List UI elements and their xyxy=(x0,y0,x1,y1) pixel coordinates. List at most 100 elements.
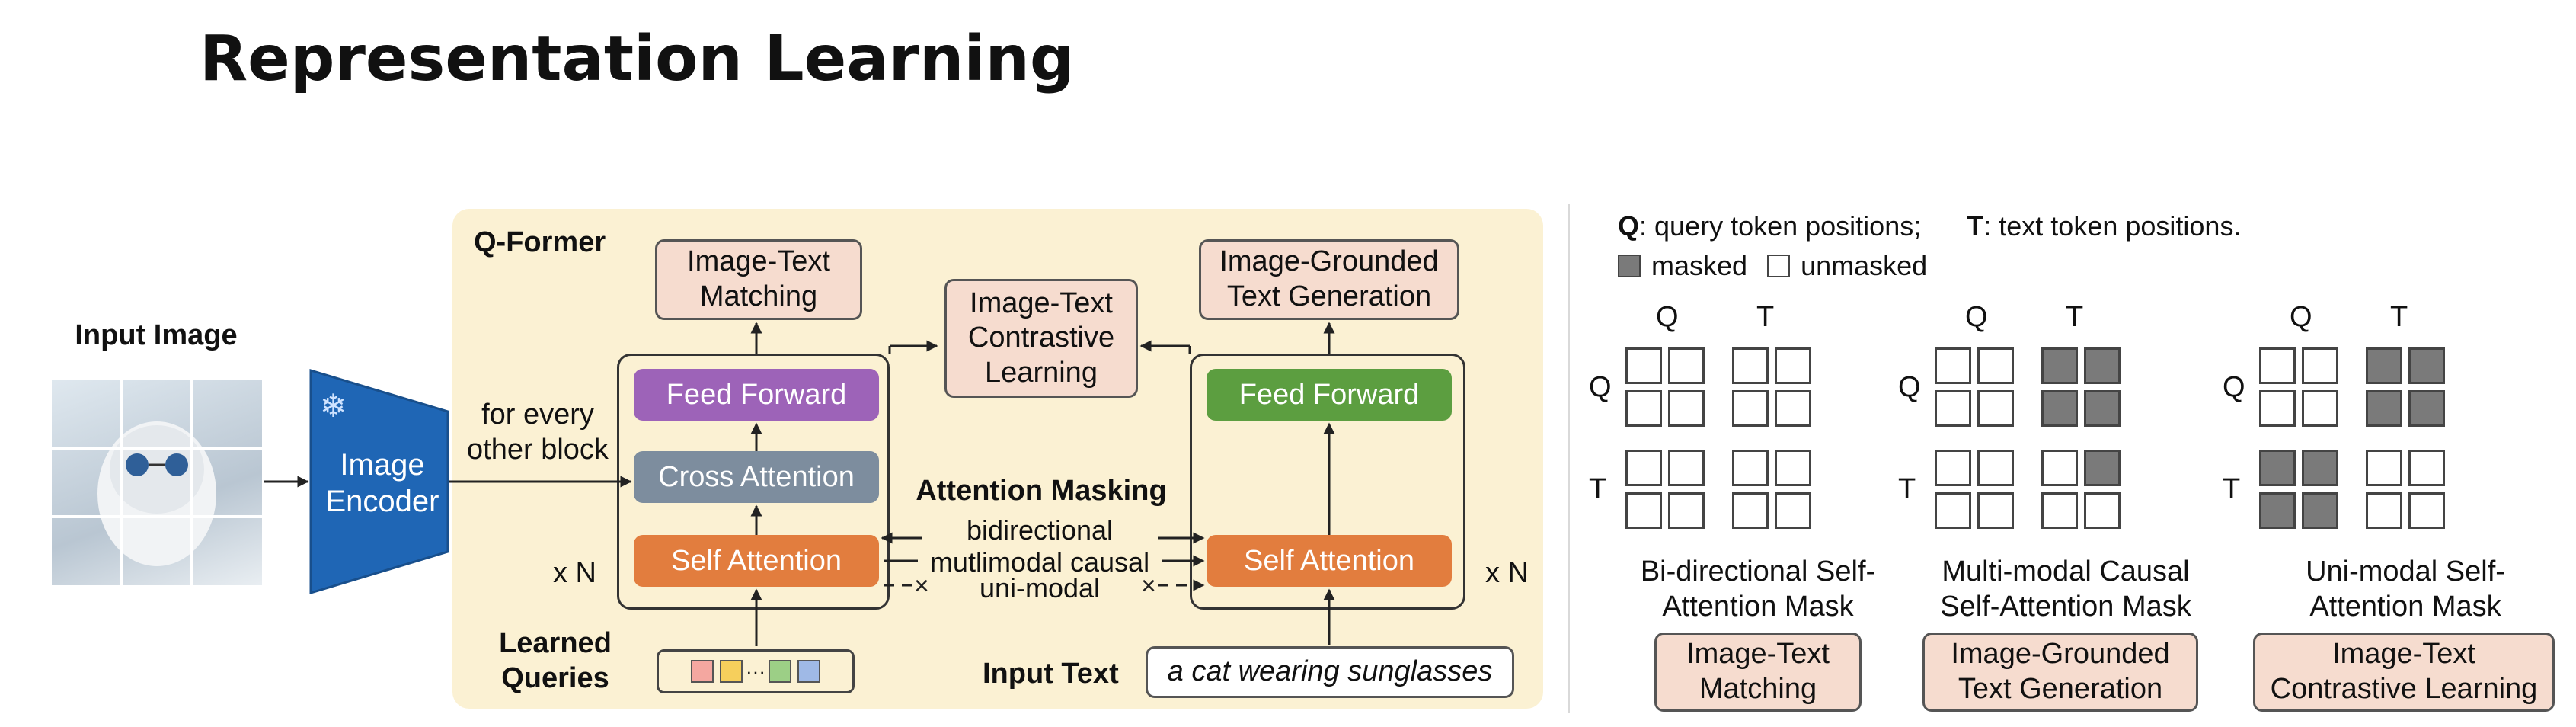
unmasked-cell xyxy=(1977,390,2014,427)
itc-box: Image-Text Contrastive Learning xyxy=(944,279,1138,398)
unmasked-cell xyxy=(1668,450,1705,486)
unmasked-cell xyxy=(1668,492,1705,529)
unmasked-cell xyxy=(1775,492,1811,529)
input-image-label: Input Image xyxy=(75,319,238,351)
unmasked-cell xyxy=(2366,492,2402,529)
col-label-t: T xyxy=(2066,301,2084,333)
unmasked-swatch xyxy=(1767,255,1791,277)
legend-masked: masked xyxy=(1651,250,1748,281)
panel-divider xyxy=(1568,204,1570,713)
unmasked-cell xyxy=(2408,450,2445,486)
mask-task-box: Image-Text Contrastive Learning xyxy=(2253,633,2555,712)
page-title: Representation Learning xyxy=(200,23,1075,95)
image-encoder-label: Image Encoder xyxy=(325,448,439,518)
row-label-t: T xyxy=(2223,473,2241,505)
row-label-t: T xyxy=(1898,473,1916,505)
mask-mode-causal: mutlimodal causal xyxy=(929,546,1150,578)
unmasked-cell xyxy=(1977,450,2014,486)
legend-t-key: T xyxy=(1967,210,1984,242)
unmasked-cell xyxy=(1775,450,1811,486)
masked-cell xyxy=(2259,450,2296,486)
unmasked-cell xyxy=(2041,450,2078,486)
masked-cell xyxy=(2408,390,2445,427)
query-token-4 xyxy=(797,660,820,683)
repeat-n-left: x N xyxy=(553,557,596,589)
text-transformer-frame xyxy=(1190,354,1465,610)
learned-queries-label: Learned Queries xyxy=(499,627,612,694)
masked-cell xyxy=(2084,390,2121,427)
self-attention-right: Self Attention xyxy=(1207,535,1452,587)
feed-forward-left: Feed Forward xyxy=(634,369,879,421)
input-text-box: a cat wearing sunglasses xyxy=(1146,646,1514,698)
unmasked-cell xyxy=(2259,390,2296,427)
mask-caption: Uni-modal Self-Attention Mask xyxy=(2306,556,2505,623)
legend-line-2: masked unmasked xyxy=(1618,250,1927,282)
unmasked-cell xyxy=(2302,347,2338,384)
unmasked-cell xyxy=(2084,492,2121,529)
legend-q-key: Q xyxy=(1618,210,1640,242)
masked-cell xyxy=(2302,450,2338,486)
unmasked-cell xyxy=(1732,347,1769,384)
row-label-q: Q xyxy=(1898,371,1921,403)
unmasked-cell xyxy=(1625,347,1662,384)
unmasked-cell xyxy=(1668,390,1705,427)
legend-q-desc: : query token positions; xyxy=(1639,210,1922,242)
unmasked-cell xyxy=(1935,390,1971,427)
query-token-1 xyxy=(691,660,714,683)
unmasked-cell xyxy=(1732,390,1769,427)
unmasked-cell xyxy=(2366,450,2402,486)
col-label-q: Q xyxy=(2290,301,2312,333)
unmasked-cell xyxy=(1625,450,1662,486)
unmasked-cell xyxy=(1668,347,1705,384)
col-label-t: T xyxy=(2390,301,2408,333)
mask-task-box: Image-Text Matching xyxy=(1654,633,1862,712)
unmasked-cell xyxy=(1935,450,1971,486)
feed-forward-right: Feed Forward xyxy=(1207,369,1452,421)
unmasked-cell xyxy=(1732,450,1769,486)
legend-unmasked: unmasked xyxy=(1801,250,1928,281)
unmasked-cell xyxy=(2408,492,2445,529)
row-label-q: Q xyxy=(1589,371,1612,403)
unmasked-cell xyxy=(2259,347,2296,384)
unmasked-cell xyxy=(2041,492,2078,529)
legend-t-desc: : text token positions. xyxy=(1983,210,2242,242)
learned-queries-box: ··· xyxy=(657,649,855,693)
qformer-label: Q-Former xyxy=(474,226,606,258)
cross-attention: Cross Attention xyxy=(634,451,879,503)
attention-masking-label: Attention Masking xyxy=(916,475,1167,507)
masked-cell xyxy=(2084,450,2121,486)
masked-cell xyxy=(2302,492,2338,529)
unmasked-cell xyxy=(1775,390,1811,427)
mask-task-box: Image-Grounded Text Generation xyxy=(1922,633,2198,712)
cat-image xyxy=(52,380,262,585)
masked-cell xyxy=(2366,347,2402,384)
unmasked-cell xyxy=(1775,347,1811,384)
unmasked-cell xyxy=(2302,390,2338,427)
unmasked-cell xyxy=(1977,492,2014,529)
unmasked-cell xyxy=(1625,492,1662,529)
repeat-n-right: x N xyxy=(1485,557,1529,589)
unmasked-cell xyxy=(1977,347,2014,384)
masked-cell xyxy=(2259,492,2296,529)
col-label-q: Q xyxy=(1965,301,1988,333)
for-every-other-block-label: for every other block xyxy=(467,399,609,466)
unmasked-cell xyxy=(1732,492,1769,529)
masked-cell xyxy=(2366,390,2402,427)
unmasked-cell xyxy=(1935,492,1971,529)
query-token-3 xyxy=(768,660,791,683)
col-label-q: Q xyxy=(1656,301,1679,333)
row-label-t: T xyxy=(1589,473,1607,505)
masked-cell xyxy=(2041,390,2078,427)
masked-cell xyxy=(2084,347,2121,384)
row-label-q: Q xyxy=(2223,371,2245,403)
unmasked-cell xyxy=(1935,347,1971,384)
mask-mode-bidirectional: bidirectional xyxy=(966,514,1114,546)
masked-cell xyxy=(2408,347,2445,384)
col-label-t: T xyxy=(1756,301,1775,333)
mask-mode-unimodal: uni-modal xyxy=(979,572,1101,604)
self-attention-left: Self Attention xyxy=(634,535,879,587)
mask-caption: Bi-directional Self-Attention Mask xyxy=(1640,556,1876,623)
itm-box: Image-Text Matching xyxy=(655,239,862,320)
mask-caption: Multi-modal Causal Self-Attention Mask xyxy=(1940,556,2191,623)
unmasked-cell xyxy=(1625,390,1662,427)
